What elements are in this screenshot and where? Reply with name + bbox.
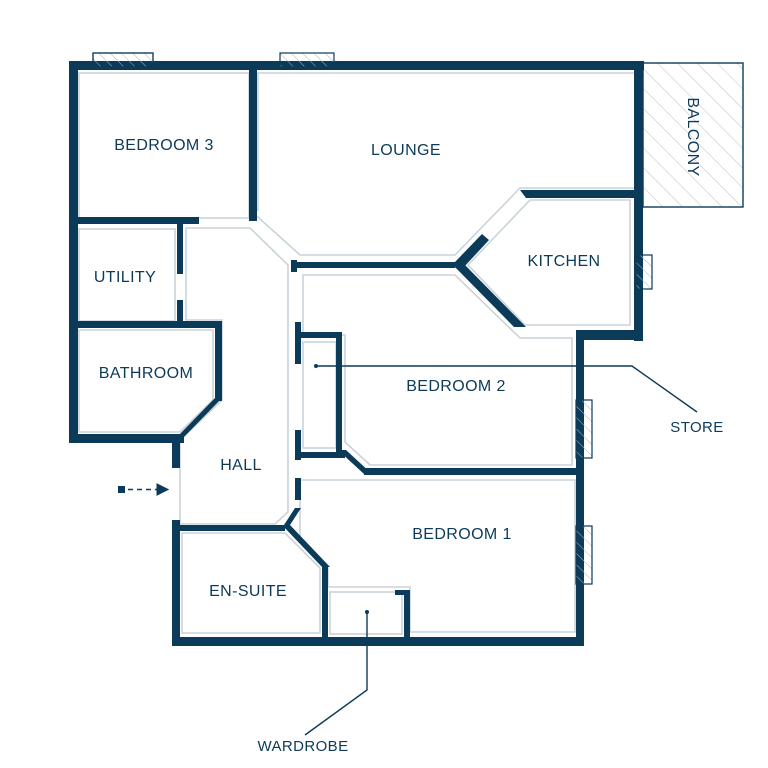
- dashed-arrow-right-icon: [118, 483, 170, 496]
- room-label-bedroom3: BEDROOM 3: [114, 137, 214, 154]
- window-bedroom2: [575, 399, 593, 459]
- wardrobe-callout: WARDROBE: [258, 610, 369, 755]
- store-callout-line: [316, 365, 698, 413]
- windows: [92, 52, 653, 585]
- room-label-hall: HALL: [220, 457, 262, 474]
- room-label-balcony: BALCONY: [684, 97, 701, 176]
- room-label-ensuite: EN-SUITE: [209, 583, 287, 600]
- room-label-kitchen: KITCHEN: [527, 253, 600, 270]
- window-lounge: [279, 52, 335, 68]
- room-label-bedroom2: BEDROOM 2: [406, 378, 506, 395]
- room-label-lounge: LOUNGE: [371, 142, 441, 159]
- window-bedroom3: [92, 52, 154, 68]
- room-label-bathroom: BATHROOM: [99, 365, 193, 382]
- inner-wall-lines: [78, 72, 637, 635]
- balcony: [642, 62, 744, 208]
- callout-label-wardrobe: WARDROBE: [258, 738, 349, 755]
- store-callout: STORE: [314, 364, 723, 436]
- window-bedroom1: [575, 525, 593, 585]
- callout-label-store: STORE: [670, 419, 723, 436]
- wardrobe-callout-line: [304, 612, 368, 736]
- room-label-bedroom1: BEDROOM 1: [412, 526, 512, 543]
- walls: [69, 61, 644, 646]
- window-kitchen: [635, 254, 653, 290]
- room-label-utility: UTILITY: [94, 269, 156, 286]
